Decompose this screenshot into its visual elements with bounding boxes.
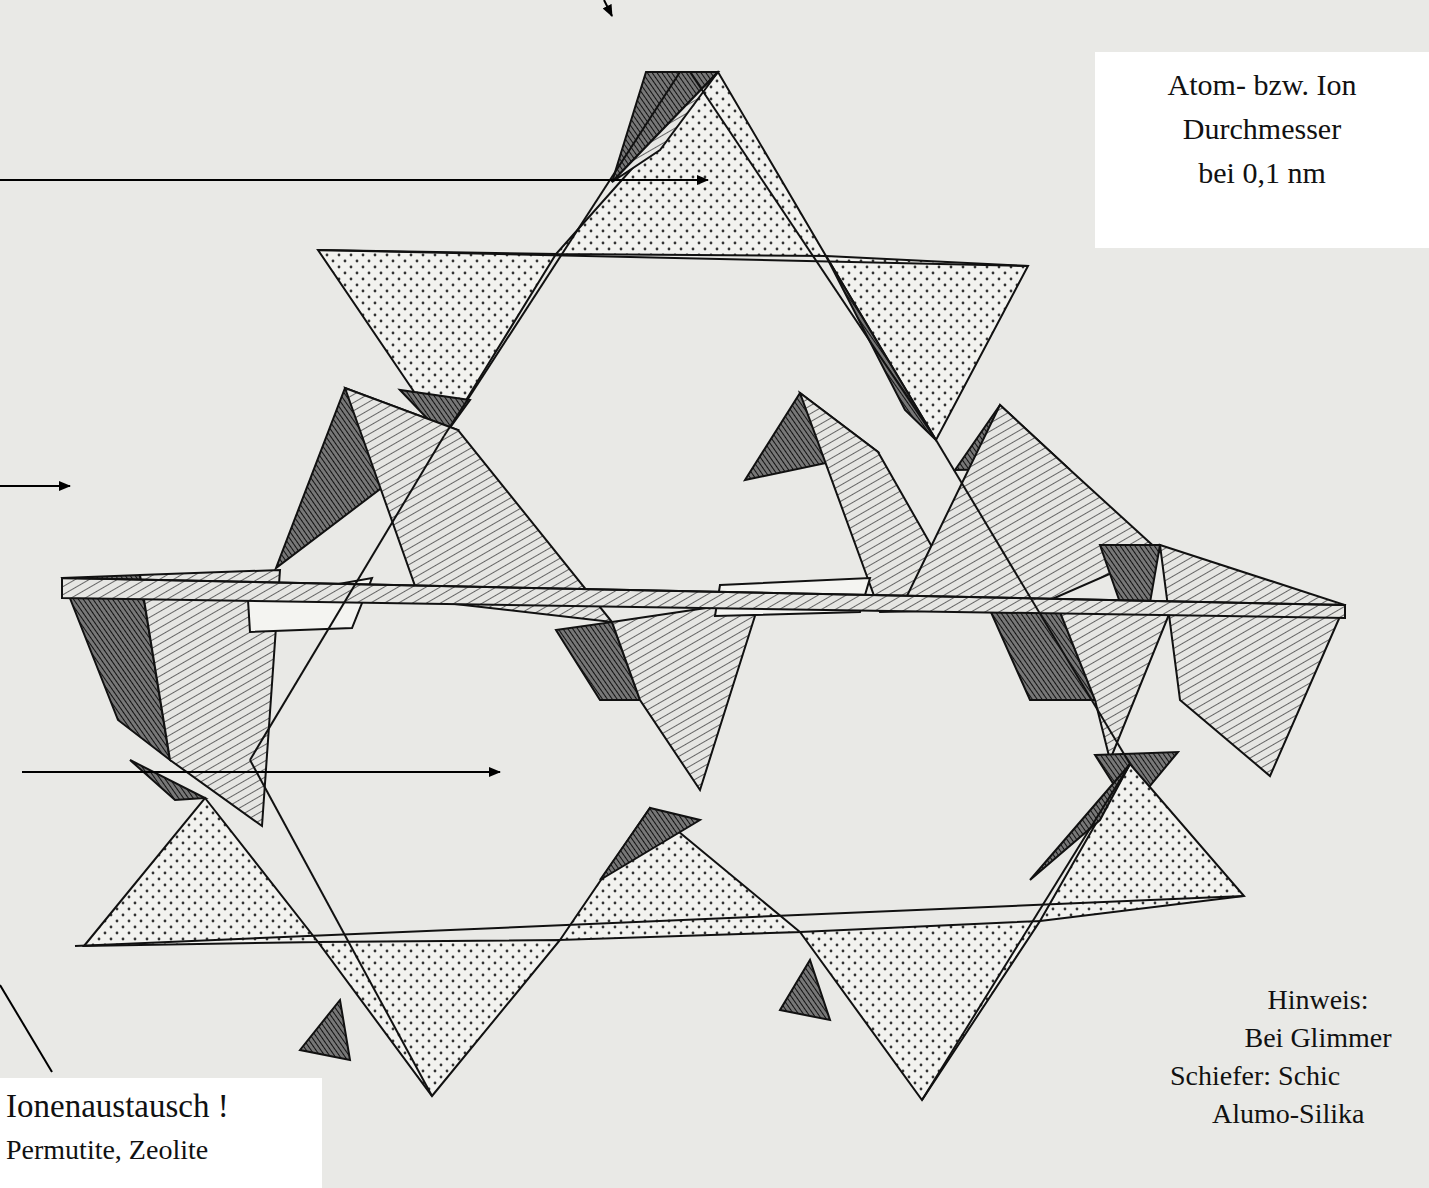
text-ground xyxy=(0,1078,322,1188)
tetrahedron-face xyxy=(62,578,1345,618)
annotation-text: Durchmesser xyxy=(1183,112,1341,147)
annotation-text: Durchmesser xyxy=(1183,112,1341,145)
annotation-text: Ionenaustausch ! xyxy=(6,1088,229,1126)
edge-line xyxy=(444,72,680,436)
edge-line xyxy=(75,896,1244,946)
annotation-text: Atom- bzw. Ion xyxy=(1168,68,1357,103)
leader-line xyxy=(0,179,708,181)
annotation-text: Bei Glimmer xyxy=(1245,1022,1392,1053)
tetrahedron-face xyxy=(300,1000,350,1060)
annotation-text: Atom- bzw. Ion xyxy=(1168,68,1357,101)
annotation-text: bei 0,1 nm xyxy=(1198,156,1326,191)
annotation-text: Hinweis: xyxy=(1267,984,1368,1016)
annotation-text: bei 0,1 nm xyxy=(1198,156,1326,189)
edge-line xyxy=(690,72,936,440)
leader-line xyxy=(0,485,70,487)
tetrahedron-face xyxy=(826,256,936,440)
text-ground xyxy=(1095,52,1429,248)
leader-lines xyxy=(0,0,708,1072)
edge-line xyxy=(250,760,432,1096)
edge-line xyxy=(922,764,1130,1100)
leader-line xyxy=(22,771,500,773)
edge-line xyxy=(62,578,1345,605)
annotation-text: Hinweis: xyxy=(1267,984,1368,1015)
edge-line xyxy=(318,250,1028,266)
annotation-text: Permutite, Zeolite xyxy=(6,1134,208,1165)
tetrahedron-face xyxy=(780,960,830,1020)
tetrahedron-face xyxy=(612,600,760,790)
tetrahedra xyxy=(62,72,1345,1100)
annotation-text: Ionenaustausch ! xyxy=(6,1088,229,1124)
tetrahedron-face xyxy=(556,72,826,256)
leader-line xyxy=(0,985,52,1072)
annotation-text: Alumo-Silika xyxy=(1212,1098,1364,1130)
tetrahedron-face xyxy=(1160,545,1345,776)
leader-line xyxy=(604,0,612,16)
annotation-text: Bei Glimmer xyxy=(1245,1022,1392,1054)
annotation-text: Schiefer: Schic xyxy=(1170,1060,1340,1092)
annotation-text: Schiefer: Schic xyxy=(1170,1060,1340,1091)
edge-line xyxy=(250,436,444,760)
text-backgrounds xyxy=(0,52,1429,1188)
annotation-text: Alumo-Silika xyxy=(1212,1098,1364,1129)
edge-line xyxy=(936,440,1130,764)
tetrahedron-face xyxy=(1030,764,1130,880)
tetrahedron-face xyxy=(800,921,1040,1100)
tetrahedron-face xyxy=(130,760,205,800)
outline-lines xyxy=(62,72,1345,1100)
annotation-text: Permutite, Zeolite xyxy=(6,1134,208,1166)
tetrahedron-face xyxy=(600,808,700,880)
tetrahedron-face xyxy=(318,940,560,1096)
